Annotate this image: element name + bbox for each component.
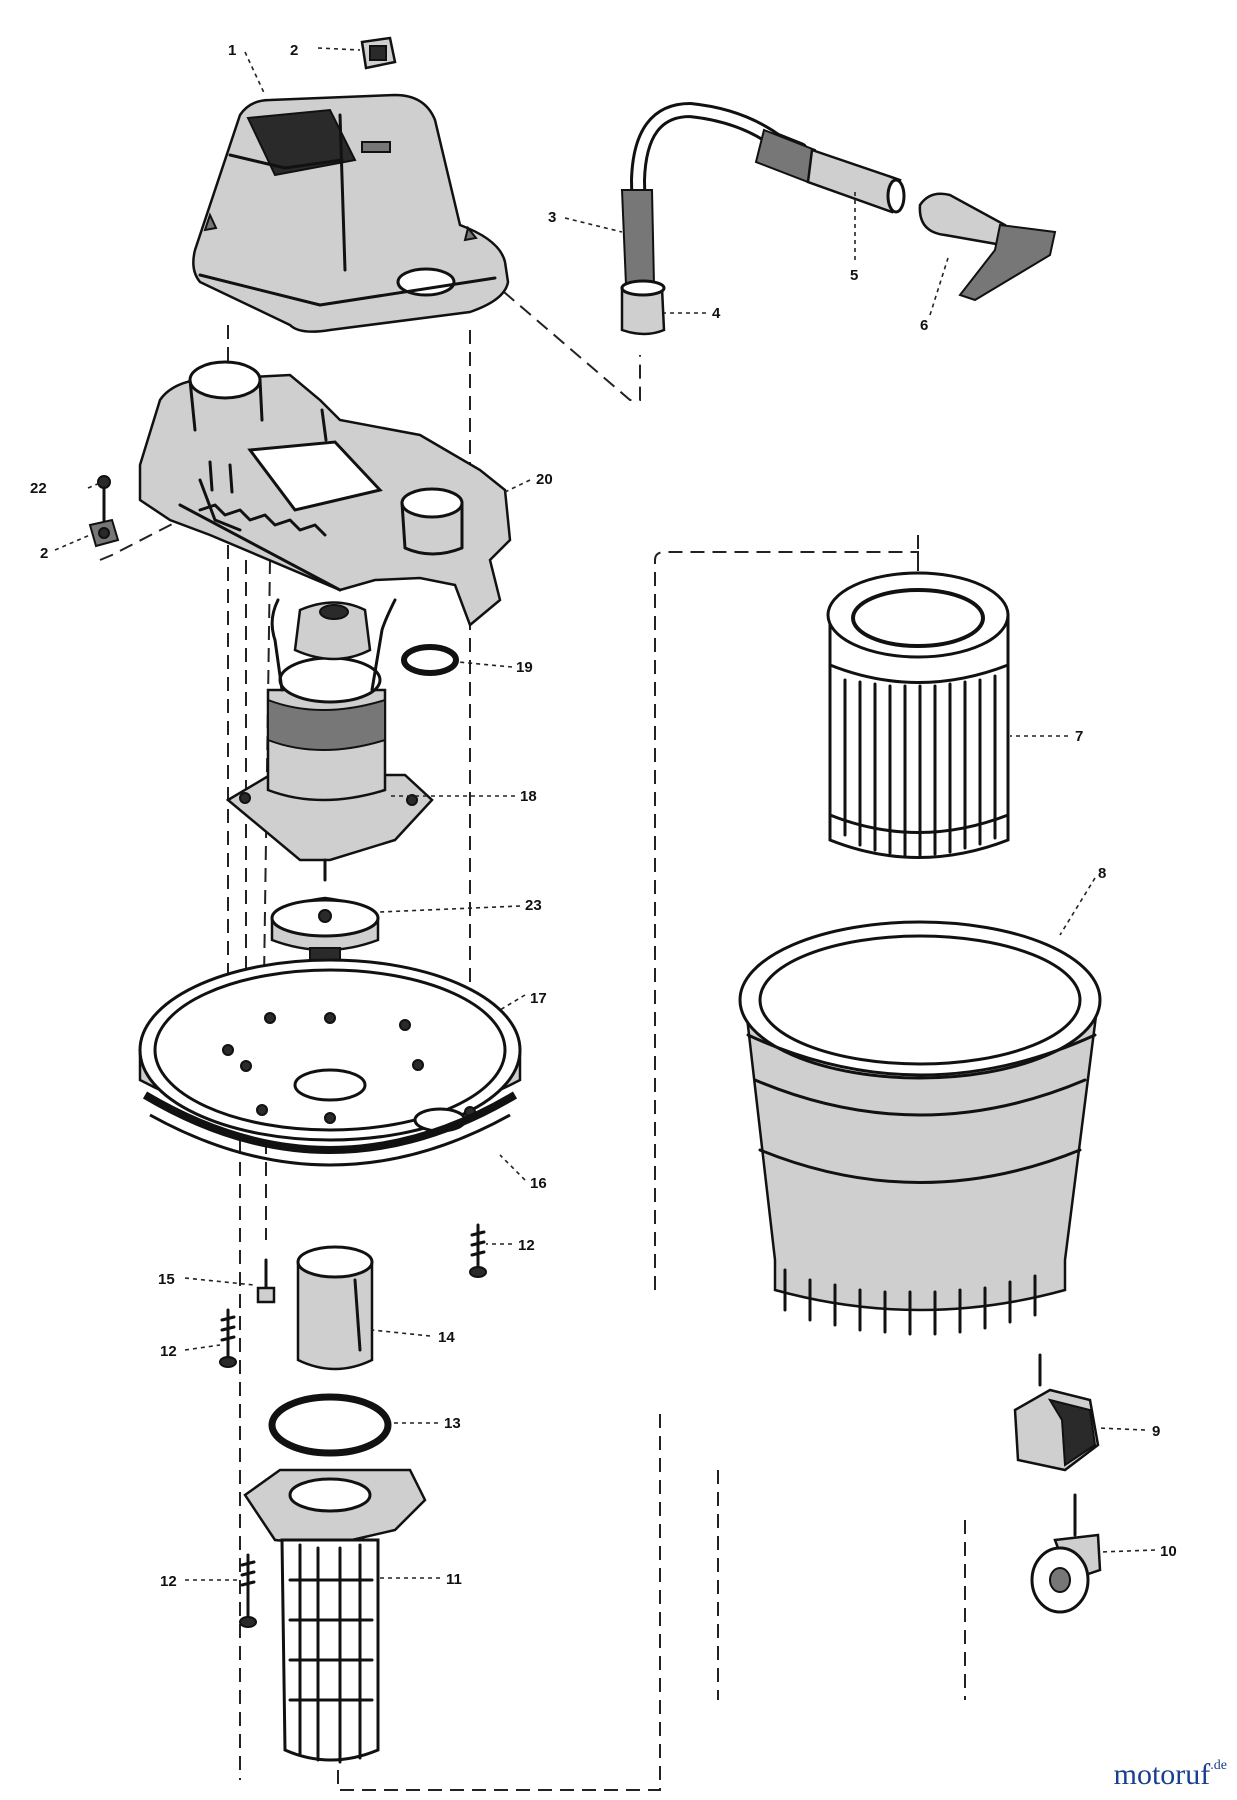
callout-12-right: 12 [518, 1237, 535, 1254]
part-1-motor-cover [192, 93, 510, 333]
callout-9: 9 [1152, 1423, 1160, 1440]
callout-13: 13 [444, 1415, 461, 1432]
callout-7: 7 [1075, 728, 1083, 745]
screw-15 [256, 1258, 276, 1304]
callout-18: 18 [520, 788, 537, 805]
callout-8: 8 [1098, 865, 1106, 882]
callout-2-top: 2 [290, 42, 298, 59]
part-11-filter-cage [243, 1468, 427, 1764]
callout-20: 20 [536, 471, 553, 488]
callout-14: 14 [438, 1329, 455, 1346]
part-13-ring [268, 1393, 392, 1457]
callout-5: 5 [850, 267, 858, 284]
callout-labels: 1 2 3 5 4 6 22 20 2 19 7 18 23 8 17 16 1… [30, 42, 1177, 1590]
callout-6: 6 [920, 317, 928, 334]
part-9-caster-mount [1013, 1353, 1100, 1472]
callout-3: 3 [548, 209, 556, 226]
callout-15: 15 [158, 1271, 175, 1288]
part-2-clip [88, 518, 120, 548]
part-23-fan [270, 896, 380, 961]
part-16-lid-gasket [142, 1091, 518, 1167]
part-8-collection-tank [738, 920, 1102, 1336]
part-19-gasket [401, 644, 459, 676]
part-10-caster [1030, 1493, 1102, 1614]
motoruf-watermark: motoruf.de [1114, 1758, 1227, 1792]
callout-10: 10 [1160, 1543, 1177, 1560]
callout-1: 1 [228, 42, 236, 59]
callout-4: 4 [712, 305, 721, 322]
callout-22: 22 [30, 480, 47, 497]
leader-lines [54, 47, 1156, 1581]
callout-11: 11 [446, 1571, 462, 1588]
screw-12-lower [239, 1553, 257, 1628]
part-2-switch [360, 36, 397, 70]
callout-19: 19 [516, 659, 533, 676]
callout-17: 17 [530, 990, 547, 1007]
part-3-hose [620, 101, 817, 293]
part-18-motor [225, 598, 434, 882]
callout-12-lower: 12 [160, 1573, 177, 1590]
screw-12-left [219, 1308, 237, 1368]
screw-12-right [469, 1223, 487, 1278]
callout-23: 23 [525, 897, 542, 914]
part-14-sleeve [296, 1245, 374, 1371]
part-20-motor-housing [138, 360, 512, 628]
part-7-cartridge-filter [826, 571, 1010, 859]
callout-2-left: 2 [40, 545, 48, 562]
watermark-name: motoruf [1113, 1758, 1211, 1791]
part-4-hose-cuff [620, 279, 666, 336]
part-22-screw [97, 475, 111, 522]
part-17-lid [138, 958, 522, 1142]
part-6-floor-nozzle [918, 192, 1057, 302]
callout-16: 16 [530, 1175, 547, 1192]
callout-12-left: 12 [160, 1343, 177, 1360]
part-5-hose-end [806, 148, 906, 214]
watermark-tld: .de [1210, 1758, 1227, 1773]
